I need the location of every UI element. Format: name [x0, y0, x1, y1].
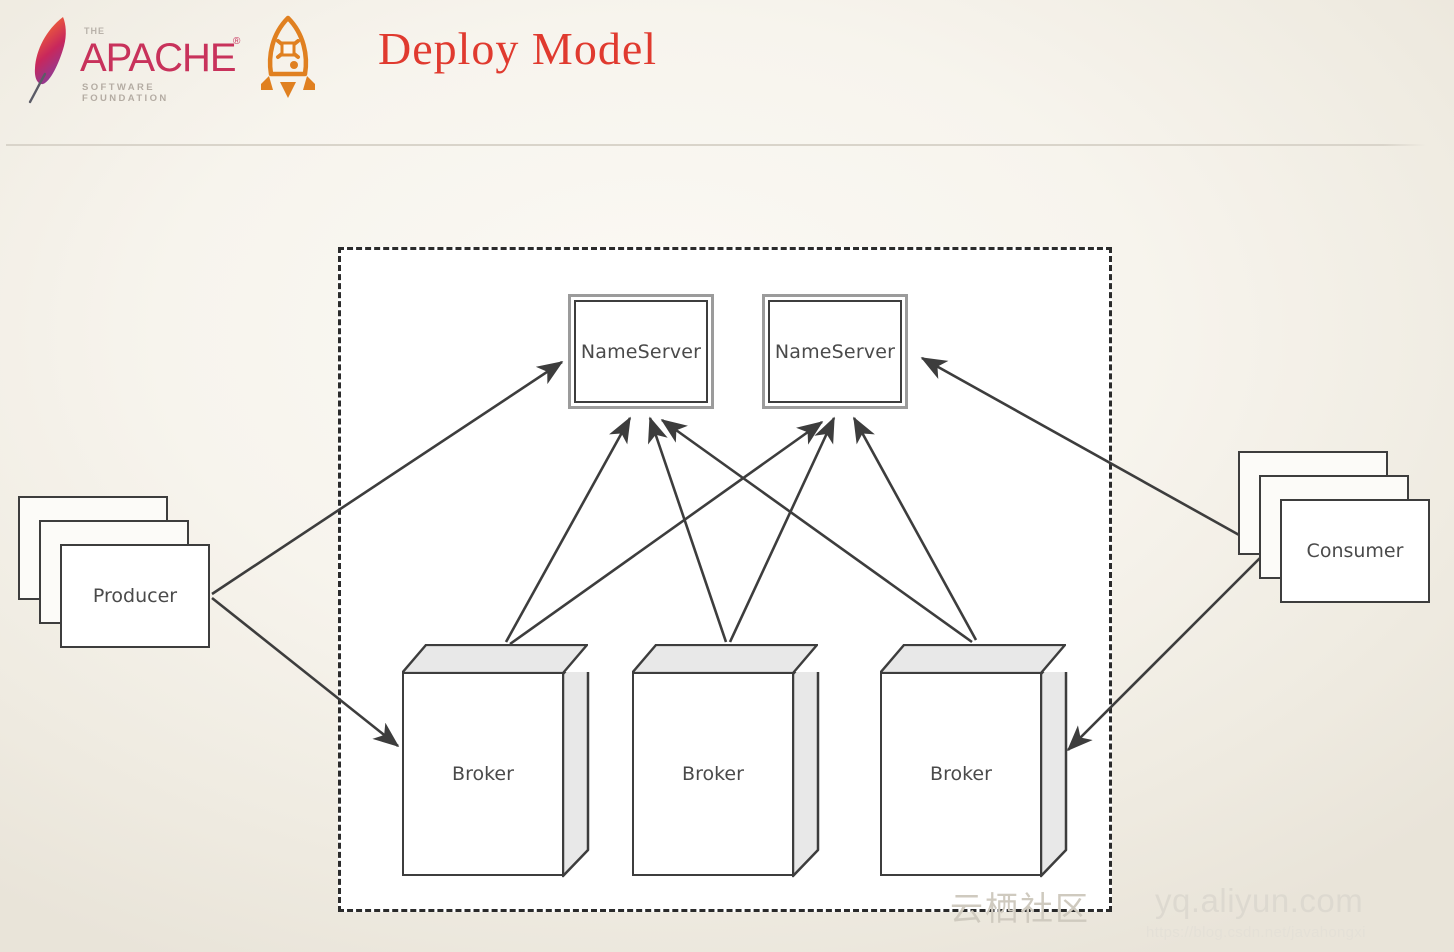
apache-registered-mark: ® — [233, 36, 241, 47]
broker-1-label: Broker — [452, 763, 514, 785]
broker-3-side-face — [1040, 672, 1068, 878]
nameserver-1-label: NameServer — [580, 340, 702, 363]
node-consumer[interactable]: Consumer — [1238, 451, 1430, 603]
node-broker-1[interactable]: Broker — [402, 644, 590, 878]
watermark-domain: yq.aliyun.com — [1155, 882, 1364, 919]
watermark-blog-url: https://blog.csdn.net/javahongxi — [1146, 924, 1366, 941]
nameserver-1-inner-frame: NameServer — [574, 300, 708, 403]
broker-2-top-face — [632, 644, 818, 674]
apache-feather-icon — [28, 17, 66, 104]
broker-2-label: Broker — [682, 763, 744, 785]
broker-1-side-face — [562, 672, 590, 878]
producer-label: Producer — [92, 585, 178, 607]
page-title: Deploy Model — [378, 23, 658, 74]
broker-1-top-face — [402, 644, 588, 674]
apache-subtitle: SOFTWARE FOUNDATION — [82, 82, 169, 104]
nameserver-2-label: NameServer — [774, 340, 896, 363]
watermark-site-name: 云栖社区 — [950, 889, 1090, 928]
header-divider — [6, 144, 1426, 146]
node-broker-2[interactable]: Broker — [632, 644, 820, 878]
node-broker-3[interactable]: Broker — [880, 644, 1068, 878]
node-nameserver-1[interactable]: NameServer — [568, 294, 714, 409]
broker-3-top-face — [880, 644, 1066, 674]
broker-3-label: Broker — [930, 763, 992, 785]
deploy-model-diagram: Producer NameServer NameServer Broker — [0, 146, 1454, 952]
node-nameserver-2[interactable]: NameServer — [762, 294, 908, 409]
rocketmq-rocket-icon — [261, 15, 315, 98]
producer-sheet-front: Producer — [60, 544, 210, 648]
consumer-sheet-front: Consumer — [1280, 499, 1430, 603]
broker-2-side-face — [792, 672, 820, 878]
broker-1-front-face: Broker — [402, 672, 564, 876]
broker-3-front-face: Broker — [880, 672, 1042, 876]
apache-logo: THE APACHE ® SOFTWARE FOUNDATION — [18, 12, 246, 104]
nameserver-2-inner-frame: NameServer — [768, 300, 902, 403]
apache-wordmark: APACHE — [80, 36, 237, 80]
slide-header: THE APACHE ® SOFTWARE FOUNDATION Deploy … — [0, 0, 1454, 146]
node-producer[interactable]: Producer — [18, 496, 210, 648]
apache-the-text: THE — [84, 26, 105, 36]
watermark: 云栖社区 yq.aliyun.com https://blog.csdn.net… — [950, 880, 1450, 952]
broker-2-front-face: Broker — [632, 672, 794, 876]
consumer-label: Consumer — [1306, 540, 1404, 562]
